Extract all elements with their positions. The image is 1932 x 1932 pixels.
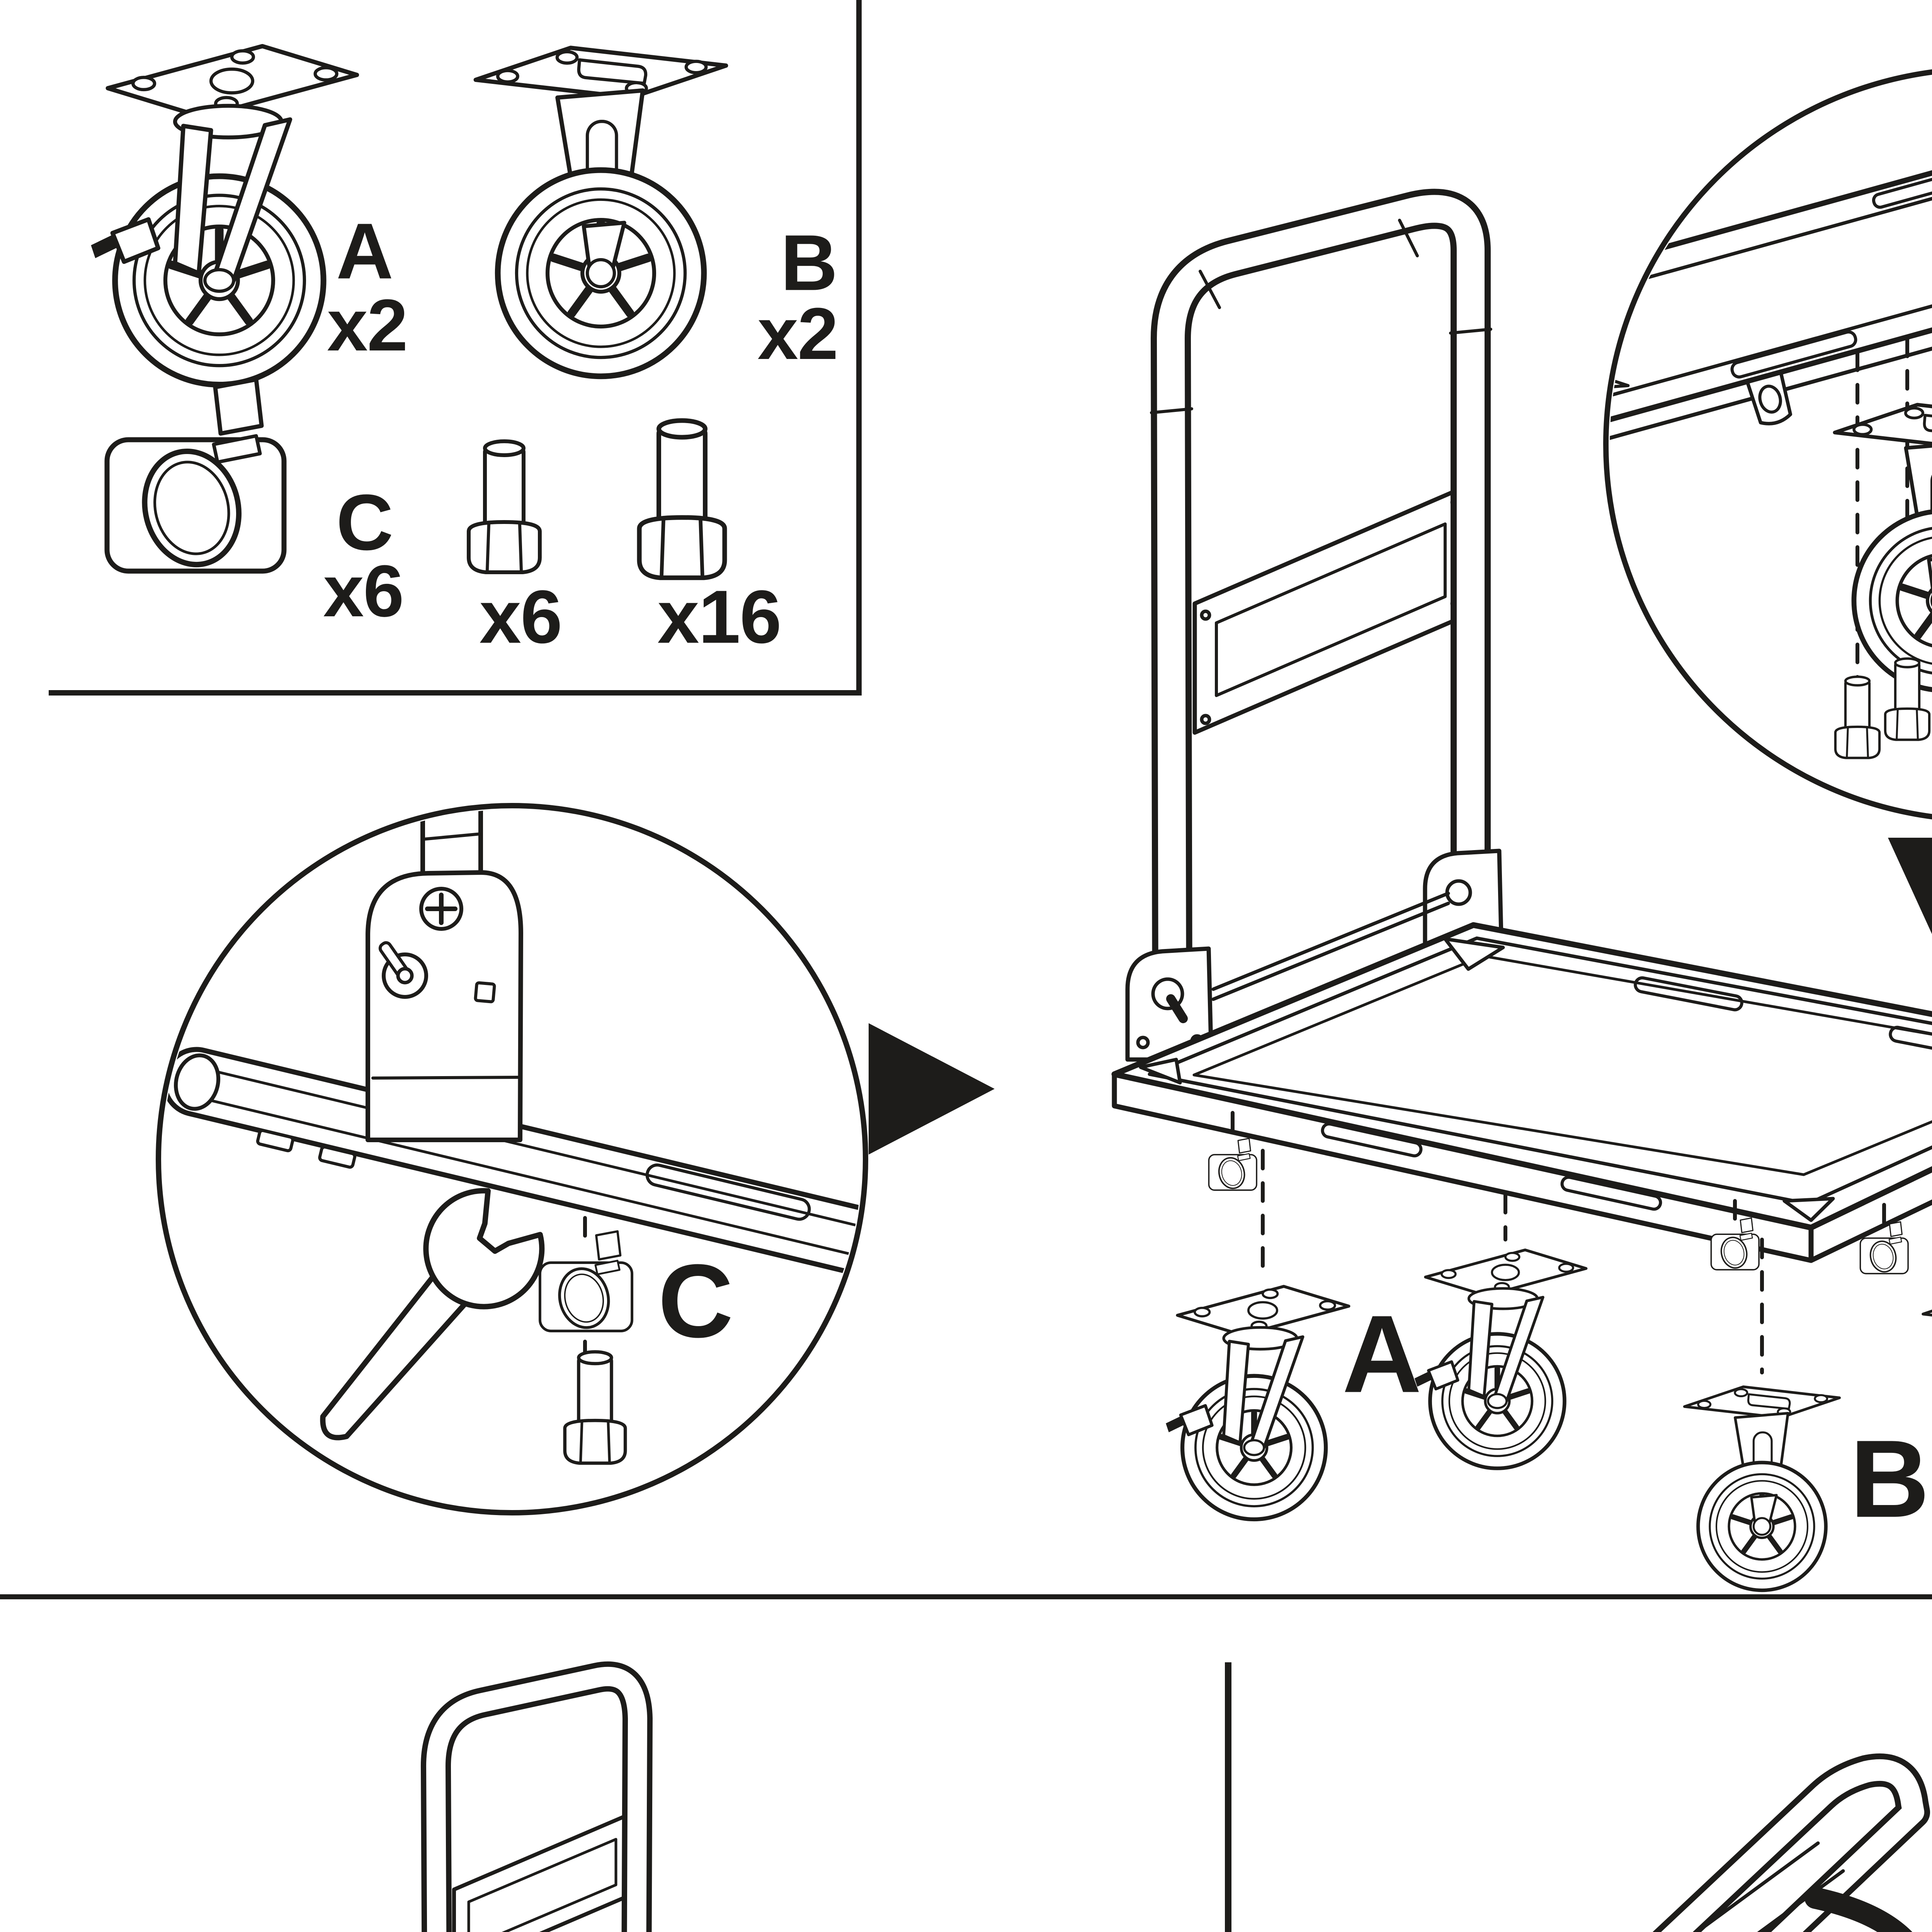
main-cart-exploded [1111,189,1932,1590]
step2-folded-handle [1652,1753,1930,1932]
fold-curved-arrow-icon [1804,1887,1912,1932]
assembly-label-b: B [1850,1417,1930,1541]
parts-box-border-right [856,0,862,696]
handle-panel [1192,484,1469,735]
parts-bracket-c-label: C [336,478,393,567]
divider-horizontal [0,1594,1932,1599]
handle-tube [1150,189,1492,1031]
step1-handle-panel [452,1812,632,1932]
parts-caster-b-qty: x2 [757,293,838,375]
inset-underside-detail [1603,69,1932,934]
parts-caster-b-label: B [781,218,838,307]
pointer-triangle-right-icon [869,1023,995,1155]
parts-bracket-c-qty: x6 [323,550,404,632]
pointer-triangle-down-icon [1888,838,1932,934]
exploded-dashed-lines [1231,1111,1886,1374]
hinge-plate [366,870,523,1142]
platform-underside [1610,73,1932,463]
parts-bolt-short-qty: x6 [479,575,563,659]
step-2-fold [1652,1753,1930,1932]
detail-label-c: C [658,1243,733,1359]
parts-caster-a-qty: x2 [327,284,408,366]
divider-vertical [1225,1662,1231,1932]
step-1-fold [420,1661,653,1932]
platform [1111,922,1932,1263]
parts-box-border-bottom [49,690,862,696]
parts-bolt-long-qty: x16 [657,575,781,659]
parts-caster-a-label: A [336,207,393,296]
parts-box [49,0,862,696]
assembly-label-a: A [1342,1293,1422,1416]
inset-bracket-detail [156,803,995,1515]
